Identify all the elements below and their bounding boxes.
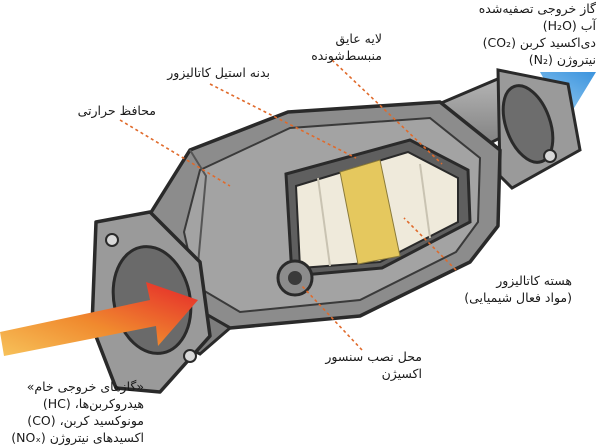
label-clean-exhaust: گاز خروجی تصفیه‌شده آب (H₂O) دی‌اکسید کر… bbox=[450, 0, 596, 68]
leader-insulation bbox=[331, 59, 443, 165]
raw-exhaust-arrow bbox=[0, 282, 198, 356]
label-sensor-mount: محل نصب سنسور اکسیژن bbox=[310, 348, 422, 382]
label-catalyst-core: هسته کاتالیزور (مواد فعال شیمیایی) bbox=[428, 272, 572, 306]
raw-exhaust-hc: هیدروکربن‌ها، (HC) bbox=[42, 396, 144, 411]
catalyst-core-cutaway bbox=[284, 138, 472, 278]
oxygen-sensor-boss bbox=[276, 259, 314, 297]
clean-exhaust-co2: دی‌اکسید کربن (CO₂) bbox=[482, 35, 596, 50]
label-steel-body: بدنه استیل کاتالیزور bbox=[167, 65, 270, 80]
leader-catalyst-core bbox=[403, 217, 457, 271]
leader-lines bbox=[119, 59, 457, 351]
catalyst-core-line2: (مواد فعال شیمیایی) bbox=[464, 290, 572, 305]
label-heat-shield: محافظ حرارتی bbox=[77, 103, 156, 118]
leader-sensor bbox=[301, 285, 363, 351]
sensor-line2: اکسیژن bbox=[381, 366, 422, 381]
raw-exhaust-title: «گازهای خروجی خام» bbox=[26, 379, 144, 394]
sensor-line1: محل نصب سنسور bbox=[325, 349, 422, 364]
raw-exhaust-nox: اکسیدهای نیتروژن (NOₓ) bbox=[11, 430, 144, 445]
label-insulation-layer: لایه عایق منبسط‌شونده bbox=[270, 30, 382, 64]
clean-exhaust-title: گاز خروجی تصفیه‌شده bbox=[478, 1, 596, 16]
insulation-line2: منبسط‌شونده bbox=[311, 48, 382, 63]
clean-exhaust-n2: نیتروژن (N₂) bbox=[528, 52, 596, 67]
clean-exhaust-water: آب (H₂O) bbox=[542, 18, 596, 33]
label-raw-exhaust: «گازهای خروجی خام» هیدروکربن‌ها، (HC) مو… bbox=[0, 378, 144, 446]
insulation-line1: لایه عایق bbox=[335, 31, 382, 46]
raw-exhaust-co: مونوکسید کربن، (CO) bbox=[27, 413, 144, 428]
catalyst-core-line1: هسته کاتالیزور bbox=[496, 273, 572, 288]
